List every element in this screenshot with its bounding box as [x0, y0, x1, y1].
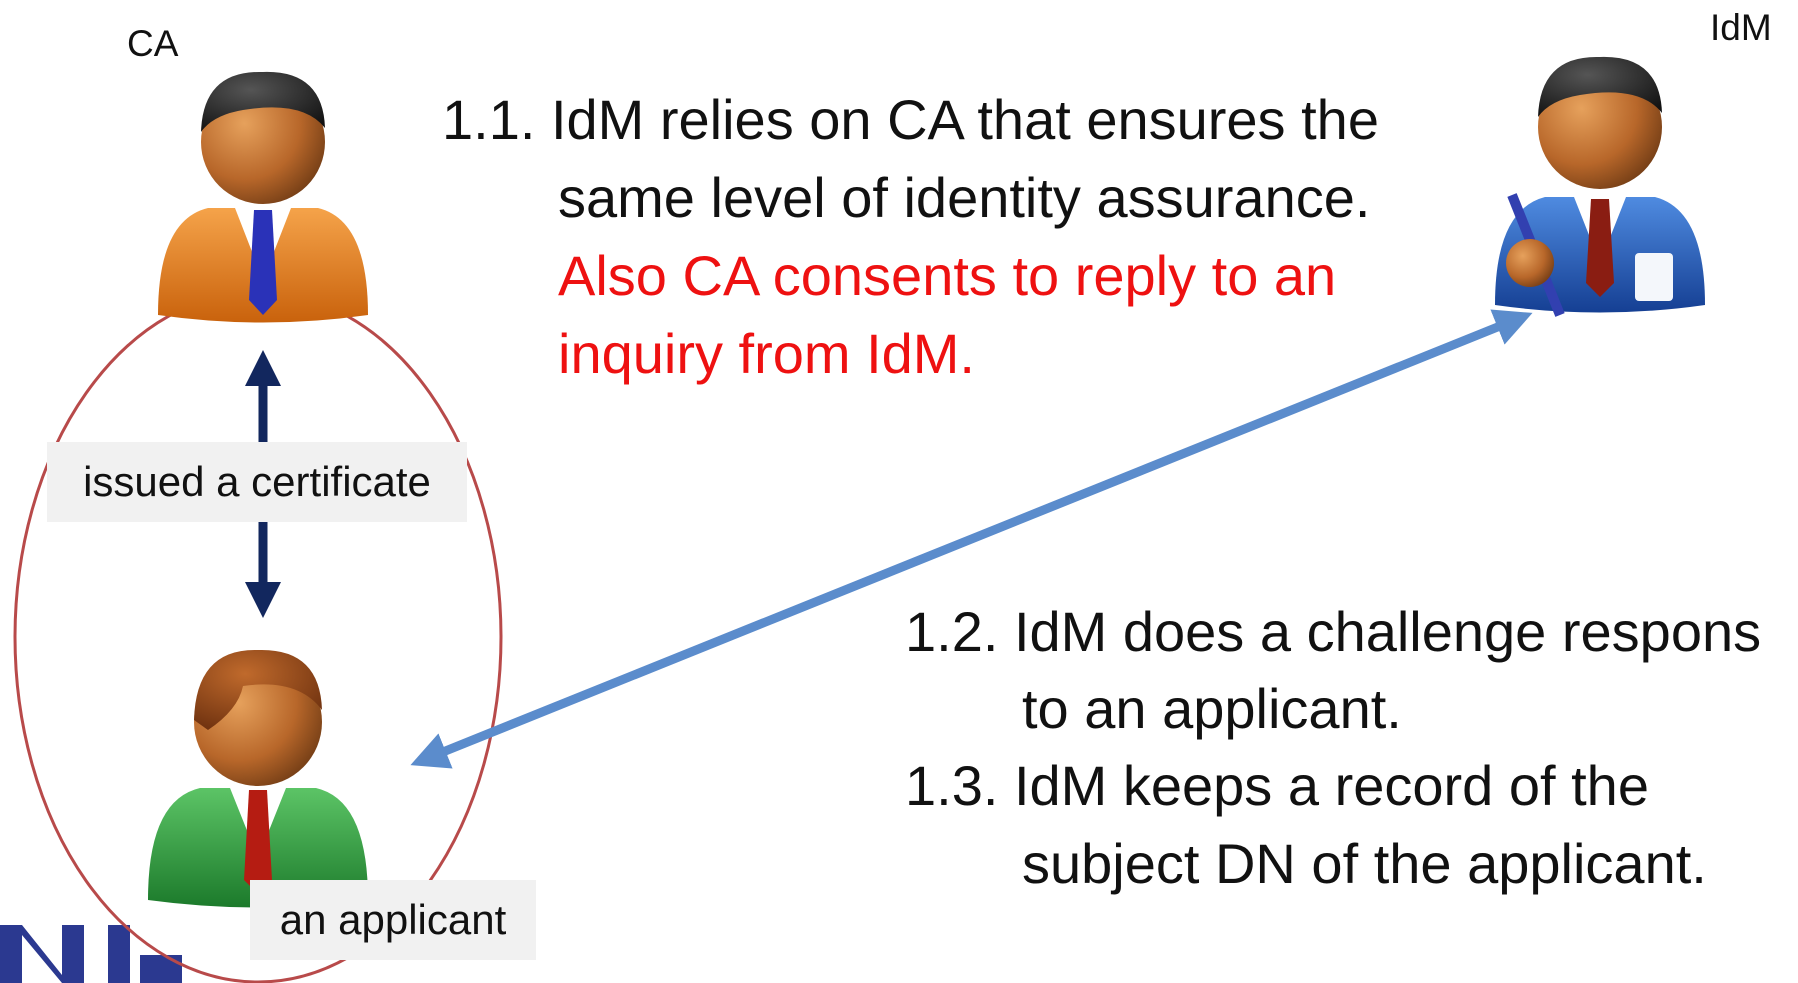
- idm-person-icon: [1495, 56, 1705, 317]
- ca-label: CA: [127, 23, 179, 64]
- applicant-person-icon: [148, 649, 368, 908]
- note-1-1-red-line2: inquiry from IdM.: [558, 322, 975, 385]
- note-1-1-line2: same level of identity assurance.: [558, 166, 1371, 229]
- note-1-2-line2: to an applicant.: [1022, 677, 1402, 740]
- note-1-1-line1: 1.1. IdM relies on CA that ensures the: [442, 88, 1379, 151]
- note-1-3-line1: 1.3. IdM keeps a record of the: [905, 754, 1649, 817]
- issued-certificate-box: issued a certificate: [47, 442, 467, 522]
- applicant-label-box: an applicant: [250, 880, 536, 960]
- note-1-3-line2: subject DN of the applicant.: [1022, 832, 1707, 895]
- note-1-1-red-line1: Also CA consents to reply to an: [558, 244, 1337, 307]
- idm-label: IdM: [1710, 7, 1772, 48]
- ca-person-icon: [158, 71, 368, 323]
- note-1-2-line1: 1.2. IdM does a challenge respons: [905, 600, 1762, 663]
- logo-fragment: [0, 925, 182, 983]
- challenge-response-arrow: [410, 309, 1533, 769]
